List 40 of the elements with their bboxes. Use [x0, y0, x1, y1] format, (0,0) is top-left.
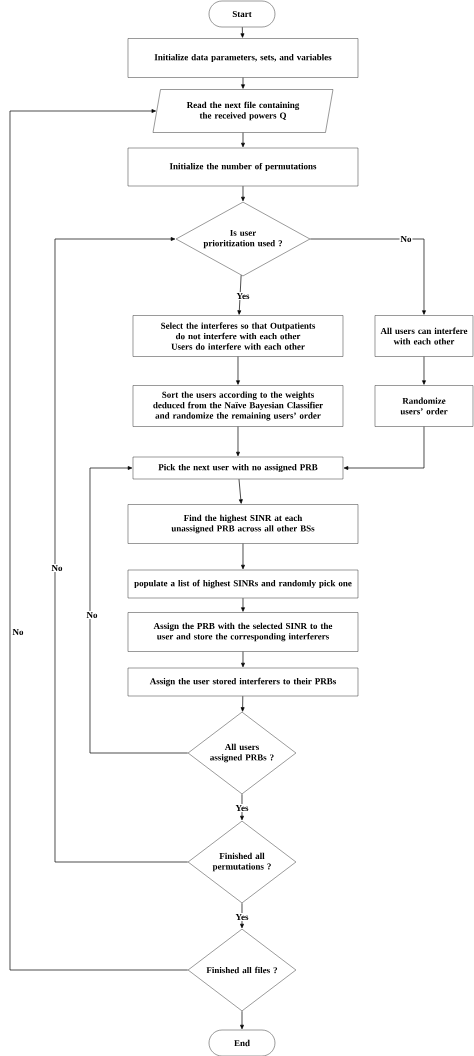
edge-label: No	[11, 628, 25, 636]
arrow	[89, 466, 189, 754]
arrow	[240, 793, 244, 821]
arrow	[240, 902, 244, 929]
process-box: Randomize users’ order	[374, 385, 474, 427]
arrow	[236, 426, 240, 457]
arrow	[238, 478, 243, 504]
arrow	[241, 597, 245, 612]
arrow	[240, 26, 245, 38]
process-box: Pick the next user with no assigned PRB	[132, 456, 344, 480]
arrow	[422, 356, 426, 385]
arrow	[237, 274, 242, 315]
edge-label: No	[85, 611, 99, 619]
process-box: Assign the user stored interferers to their PRBs	[127, 667, 359, 697]
process-box: All users can interfere with each other	[374, 315, 474, 357]
arrow	[9, 109, 189, 971]
arrow	[241, 185, 245, 202]
arrow	[54, 237, 189, 863]
process-box: Select the interferes so that Outpatients do not interfere with each other Users do interfere with each other	[132, 315, 344, 357]
arrow	[241, 132, 245, 148]
arrow	[241, 77, 245, 89]
input-parallelogram: Read the next file containing the received powers Q	[152, 89, 334, 133]
process-box: populate a list of highest SINRs and randomly pick one	[127, 569, 359, 599]
process-box: Initialize the number of permutations	[127, 147, 359, 187]
edge-label: No	[399, 235, 413, 243]
arrow	[343, 426, 425, 470]
arrow	[241, 543, 245, 570]
process-box: Sort the users according to the weights deduced from the Naïve Bayesian Classifier and randomize the remaining users’ order	[132, 385, 344, 427]
edge-label: Yes	[234, 804, 250, 812]
edge-label: No	[50, 564, 64, 572]
edge-label: Yes	[235, 292, 251, 300]
arrow	[309, 238, 426, 315]
arrow	[241, 651, 245, 668]
arrow	[240, 1010, 244, 1030]
process-box: Find the highest SINR at each unassigned PRB across all other BSs	[127, 504, 359, 544]
arrow	[236, 356, 240, 385]
edge-label: Yes	[234, 913, 250, 921]
arrow	[240, 695, 245, 712]
process-box: Initialize data parameters, sets, and variables	[127, 38, 359, 78]
process-box: Assign the PRB with the selected SINR to the user and store the corresponding interferers	[127, 612, 359, 652]
